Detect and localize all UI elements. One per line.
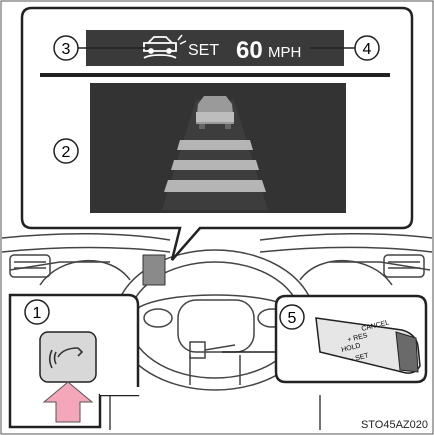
distance-bar-1	[177, 140, 253, 150]
callout-3-label: 3	[62, 41, 71, 58]
distance-bar-2	[171, 160, 259, 170]
display-location-highlight	[143, 255, 165, 285]
switch-inset-notch	[100, 387, 140, 395]
distance-bar-3	[164, 180, 266, 192]
set-indicator: SET	[188, 42, 219, 59]
display-divider	[40, 73, 390, 77]
set-speed-value: 60	[236, 37, 263, 64]
cruise-control-switch[interactable]	[40, 332, 96, 382]
speed-unit: MPH	[268, 44, 301, 61]
callout-2-label: 2	[62, 144, 71, 161]
figure-code: STO45AZ020	[361, 419, 428, 431]
callout-1-label: 1	[33, 305, 42, 322]
callout-5-label: 5	[288, 310, 297, 327]
callout-4-label: 4	[363, 41, 372, 58]
